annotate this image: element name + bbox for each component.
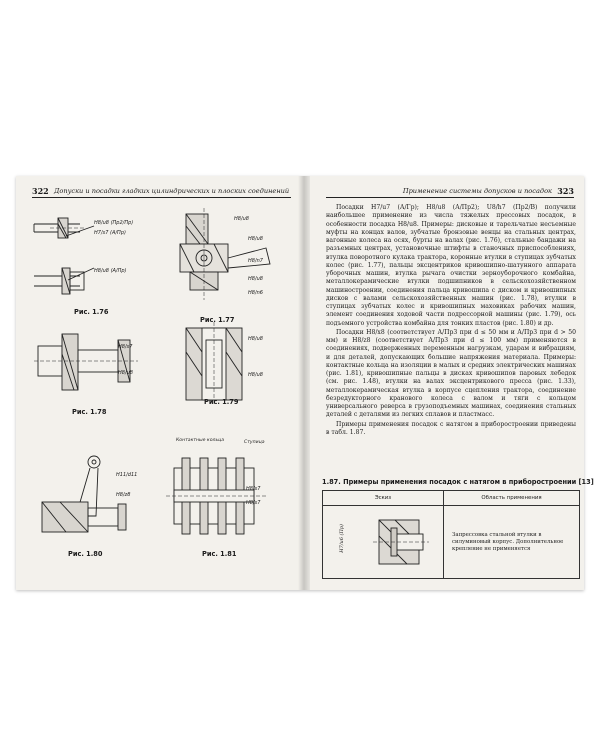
book-gutter [298, 176, 310, 590]
f176-callout-a: H8/u8 (Пр2/Пр) [94, 220, 134, 226]
right-header-title: Применение системы допусков и посадок [402, 187, 552, 195]
f181-callout-b: H8/s7 [246, 500, 261, 506]
f180-callout-a: H11/d11 [116, 472, 138, 478]
f178-callout-a: H8/s7 [118, 344, 133, 350]
right-page: Применение системы допусков и посадок 32… [308, 176, 594, 590]
figure-1-78 [34, 333, 138, 391]
bushing-sketch [373, 519, 429, 565]
sketch-callout: H7/u6 (Пр) [339, 524, 345, 553]
figure-caption-1-76: Рис. 1.76 [74, 308, 109, 316]
table-header-sketch: Эскиз [322, 490, 444, 506]
figure-caption-1-80: Рис. 1.80 [68, 550, 103, 558]
f177-callout-c: H8/n7 [248, 258, 263, 264]
f181-label-contact-rings: Контактные кольца [176, 438, 225, 443]
paragraph-fits-h7-u7: Посадки H7/u7 (А/Гр); H8/u8 (А/Пр2); U8/… [326, 204, 576, 327]
left-page-number: 322 [32, 186, 49, 196]
f178-callout-b: H8/u8 [118, 370, 133, 376]
table-row: H7/u6 (Пр) Запрессовка стальной втулки в… [322, 505, 580, 579]
f177-callout-d: H8/u8 [248, 276, 263, 282]
left-page: 322 Допуски и посадки гладких цилиндриче… [16, 176, 301, 590]
paragraph-table-reference: Примеры применения посадок с натягом в п… [326, 420, 576, 436]
figure-caption-1-78: Рис. 1.78 [72, 408, 107, 416]
left-header-title: Допуски и посадки гладких цилиндрических… [54, 187, 290, 195]
table-sketch-cell: H7/u6 (Пр) [322, 505, 444, 579]
book-spread: 322 Допуски и посадки гладких цилиндриче… [16, 176, 594, 590]
f176-callout-b: H7/s7 (A/Пр) [94, 230, 126, 236]
f176-callout-c: H8/u8 (A/Пр) [94, 268, 127, 274]
body-text: Посадки H7/u7 (А/Гр); H8/u8 (А/Пр2); U8/… [326, 204, 576, 437]
table-title: 1.87. Примеры применения посадок с натяг… [322, 478, 594, 486]
figure-1-80 [41, 455, 127, 533]
f181-label-hub: Ступица [244, 440, 265, 445]
f181-callout-a: H8/s7 [246, 486, 261, 492]
table-description-cell: Запрессовка стальной втулки в силуминовы… [443, 505, 580, 579]
figure-1-81 [166, 457, 266, 535]
f177-callout-a: H8/u8 [234, 216, 249, 222]
figure-1-77 [179, 208, 271, 300]
right-running-header: Применение системы допусков и посадок 32… [326, 186, 574, 198]
fits-table: Эскиз Область применения [322, 490, 580, 579]
left-running-header: 322 Допуски и посадки гладких цилиндриче… [32, 186, 291, 198]
f180-callout-b: H8/z8 [116, 492, 131, 498]
right-page-number: 323 [557, 186, 574, 196]
figure-caption-1-77: Рис. 1.77 [200, 316, 235, 324]
figure-1-76 [33, 217, 95, 295]
figure-caption-1-81: Рис. 1.81 [202, 550, 237, 558]
f177-callout-b: H8/u8 [248, 236, 263, 242]
figure-1-79 [185, 322, 243, 406]
figure-caption-1-79: Рис. 1.79 [204, 398, 239, 406]
table-header-row: Эскиз Область применения [322, 490, 580, 506]
table-header-application: Область применения [443, 490, 580, 506]
f179-callout-b: H8/u8 [248, 372, 263, 378]
f179-callout-a: H8/u8 [248, 336, 263, 342]
paragraph-fits-h8-x8: Посадки H8/x8 (соответствует А/Пр3 при d… [326, 328, 576, 419]
f177-callout-e: H8/n6 [248, 290, 263, 296]
